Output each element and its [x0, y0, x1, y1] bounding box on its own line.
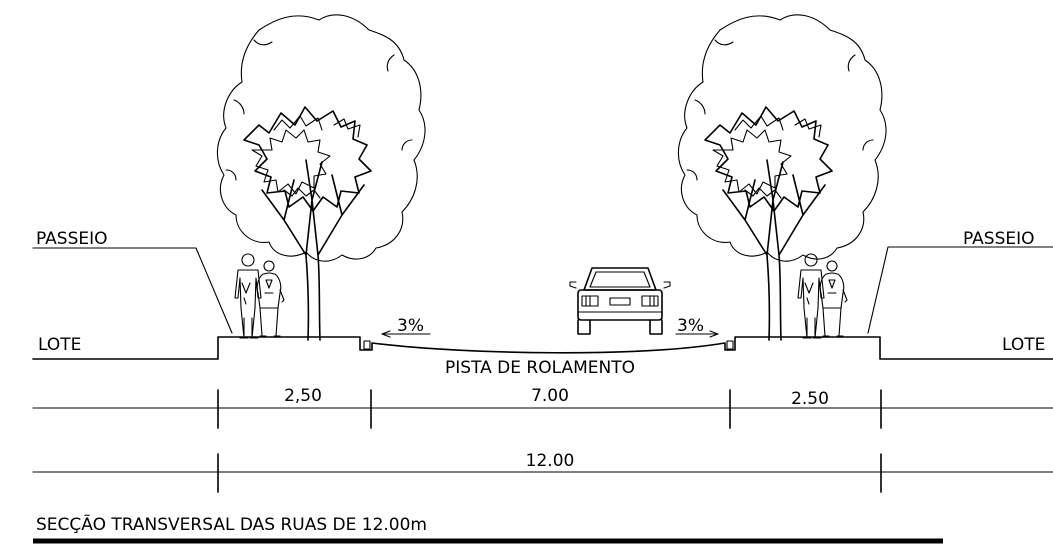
pedestrians-left — [234, 253, 285, 339]
curb-right — [726, 340, 734, 350]
dim-roadway: 7.00 — [531, 386, 569, 406]
lote-right-label: LOTE — [1002, 335, 1045, 355]
slope-arrow-left — [381, 330, 431, 338]
ground-profile-line — [32, 336, 1053, 360]
car-rear-view — [569, 267, 671, 335]
passeio-right-label: PASSEIO — [963, 229, 1035, 249]
dim-sidewalk-left: 2,50 — [284, 386, 322, 406]
passeio-left-leader — [32, 247, 233, 334]
lote-left-label: LOTE — [38, 335, 81, 355]
slope-arrow-right — [675, 330, 719, 338]
pista-label: PISTA DE ROLAMENTO — [445, 358, 635, 378]
drawing-title: SECÇÃO TRANSVERSAL DAS RUAS DE 12.00m — [36, 513, 427, 535]
slope-left-label: 3% — [397, 316, 424, 336]
tree-left — [216, 13, 426, 341]
passeio-right-leader — [867, 246, 1053, 334]
curb-left — [363, 340, 371, 350]
dim-sidewalk-right: 2.50 — [791, 389, 829, 409]
pedestrians-right — [797, 253, 848, 339]
tree-right — [677, 13, 887, 341]
dim-total: 12.00 — [526, 451, 575, 471]
slope-right-label: 3% — [677, 316, 704, 336]
passeio-left-label: PASSEIO — [36, 229, 108, 249]
